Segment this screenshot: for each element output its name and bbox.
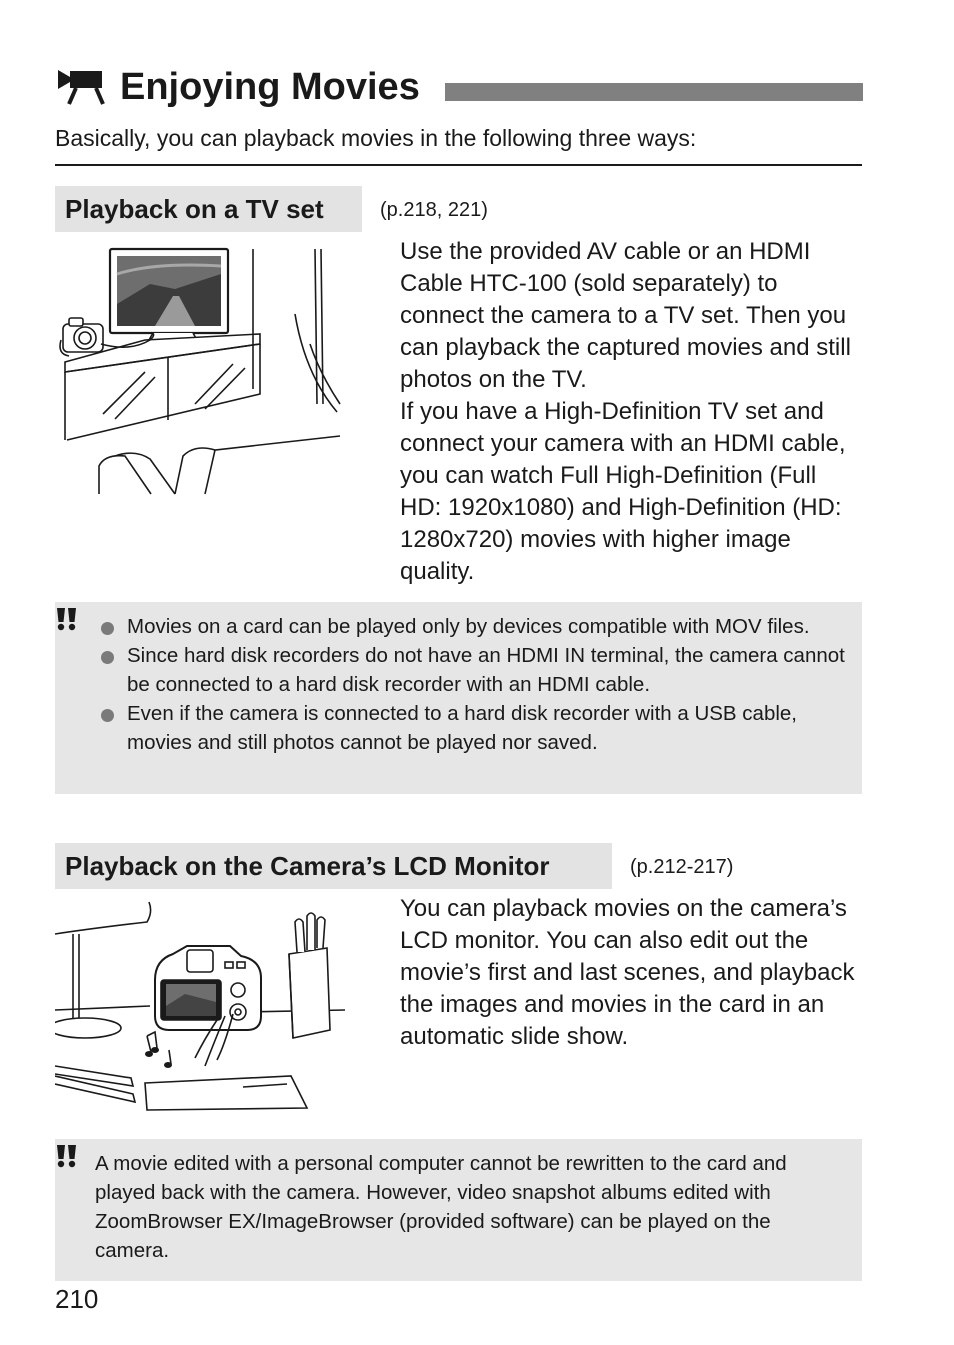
- caution-icon: [57, 1145, 76, 1168]
- caution-box: Movies on a card can be played only by d…: [55, 602, 862, 794]
- camera-connected-to-tv-illustration: [59, 247, 341, 495]
- section-body-lcd: You can playback movies on the camera’s …: [400, 893, 862, 1053]
- page-reference-tv: (p.218, 221): [380, 199, 488, 221]
- camera-lcd-playback-illustration: [55, 901, 345, 1111]
- page-reference-lcd: (p.212-217): [630, 856, 734, 878]
- title-decoration-bar: [445, 83, 863, 101]
- section-heading-tv: Playback on a TV set: [55, 186, 362, 232]
- page-title: Enjoying Movies: [120, 66, 420, 108]
- bullet-icon: [101, 651, 114, 664]
- bullet-icon: [101, 709, 114, 722]
- section-body-tv: Use the provided AV cable or an HDMI Cab…: [400, 236, 860, 588]
- list-item: Movies on a card can be played only by d…: [97, 612, 847, 641]
- caution-box: A movie edited with a personal computer …: [55, 1139, 862, 1281]
- list-item: Even if the camera is connected to a har…: [97, 699, 847, 757]
- caution-text: A movie edited with a personal computer …: [95, 1152, 787, 1262]
- paragraph: Use the provided AV cable or an HDMI Cab…: [400, 238, 851, 393]
- paragraph: If you have a High-Definition TV set and…: [400, 398, 846, 585]
- section-heading-lcd: Playback on the Camera’s LCD Monitor: [55, 843, 612, 889]
- page-number: 210: [55, 1284, 99, 1314]
- list-item: Since hard disk recorders do not have an…: [97, 641, 847, 699]
- caution-icon: [57, 608, 76, 631]
- paragraph: You can playback movies on the camera’s …: [400, 895, 855, 1050]
- intro-text: Basically, you can playback movies in th…: [55, 125, 697, 151]
- movie-camera-icon: [58, 70, 105, 105]
- bullet-icon: [101, 622, 114, 635]
- caution-list: Movies on a card can be played only by d…: [97, 612, 847, 757]
- divider: [55, 164, 862, 166]
